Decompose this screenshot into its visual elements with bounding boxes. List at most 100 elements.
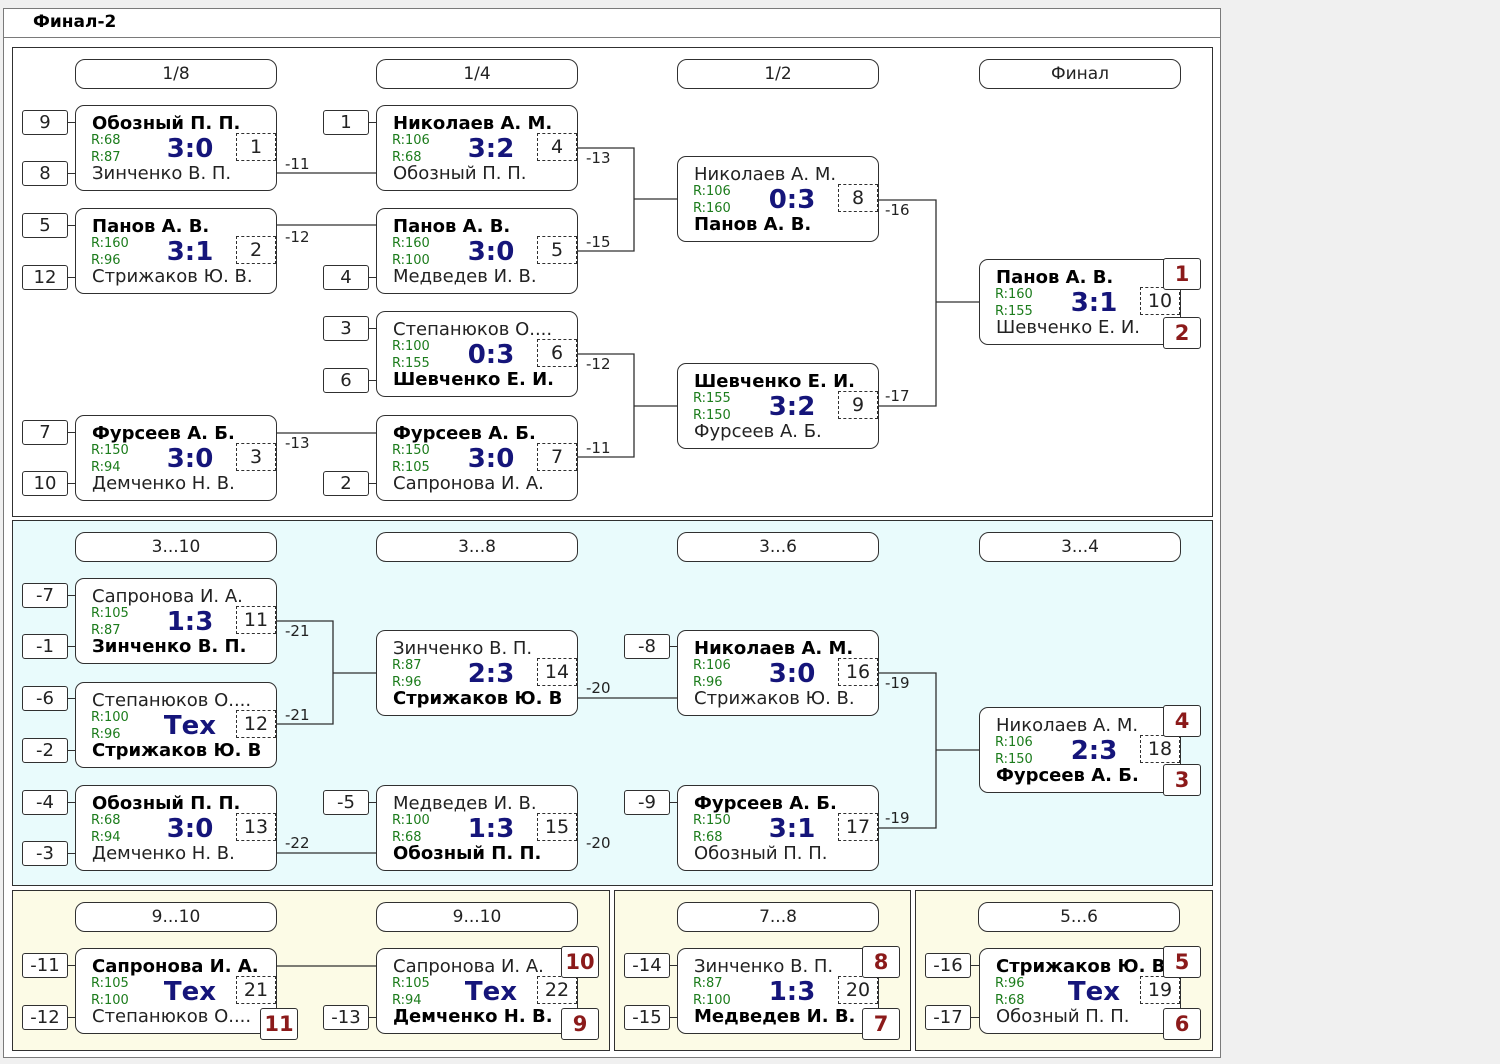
loser-link-label: -21 — [285, 706, 310, 724]
player-bottom-rating: R:105 — [392, 460, 430, 475]
loser-link-label: -11 — [285, 155, 310, 173]
player-top-name: Медведев И. В. — [393, 794, 537, 814]
player-top-rating: R:155 — [693, 391, 731, 406]
round-label-1-2: 1/2 — [677, 59, 879, 89]
seed-connector — [670, 1017, 678, 1018]
match-score: Тех — [163, 977, 217, 1007]
player-bottom-rating: R:87 — [91, 150, 121, 165]
player-top-name: Зинченко В. П. — [694, 957, 834, 977]
seed-connector — [68, 646, 76, 647]
seed-box: -2 — [22, 738, 68, 763]
seed-box: -7 — [22, 583, 68, 608]
player-bottom-name: Обозный П. П. — [694, 844, 828, 864]
player-top-name: Фурсеев А. Б. — [393, 424, 536, 444]
player-top-rating: R:160 — [392, 236, 430, 251]
seed-connector — [68, 432, 76, 433]
player-top-rating: R:100 — [392, 339, 430, 354]
title-bar: Финал-2 — [3, 8, 1221, 38]
place-badge: 9 — [561, 1008, 599, 1040]
seed-box: -14 — [624, 953, 670, 978]
loser-link-label: -13 — [586, 149, 611, 167]
player-top-name: Зинченко В. П. — [393, 639, 533, 659]
match-number: 4 — [537, 133, 577, 161]
seed-connector — [670, 802, 678, 803]
seed-box: -8 — [624, 634, 670, 659]
seed-connector — [68, 853, 76, 854]
seed-box: 1 — [323, 110, 369, 135]
player-top-rating: R:150 — [91, 443, 129, 458]
seed-box: -1 — [22, 634, 68, 659]
player-top-name: Сапронова И. А. — [92, 587, 243, 607]
player-bottom-rating: R:96 — [693, 675, 723, 690]
place-badge: 5 — [1163, 946, 1201, 978]
player-top-name: Стрижаков Ю. В. — [996, 957, 1166, 977]
loser-link-label: -12 — [285, 228, 310, 246]
player-top-name: Панов А. В. — [92, 217, 210, 237]
round-label-7-8: 7...8 — [677, 902, 879, 932]
match-number: 1 — [236, 133, 276, 161]
player-bottom-rating: R:68 — [392, 150, 422, 165]
player-top-name: Николаев А. М. — [393, 114, 553, 134]
player-bottom-name: Шевченко Е. И. — [996, 318, 1141, 338]
player-bottom-name: Обозный П. П. — [393, 164, 527, 184]
seed-box: 10 — [22, 471, 68, 496]
player-top-rating: R:150 — [392, 443, 430, 458]
match-number: 6 — [537, 339, 577, 367]
seed-box: 4 — [323, 265, 369, 290]
match-number: 12 — [236, 710, 276, 738]
player-top-rating: R:68 — [91, 813, 121, 828]
match-score: 3:2 — [768, 392, 816, 422]
seed-box: -17 — [925, 1005, 971, 1030]
player-top-rating: R:105 — [392, 976, 430, 991]
player-bottom-rating: R:68 — [693, 830, 723, 845]
seed-connector — [68, 1017, 76, 1018]
match-score: 3:0 — [166, 134, 214, 164]
match-score: Тех — [1067, 977, 1121, 1007]
player-top-rating: R:106 — [693, 658, 731, 673]
loser-link-label: -19 — [885, 809, 910, 827]
loser-link-label: -20 — [586, 679, 611, 697]
player-bottom-rating: R:94 — [91, 460, 121, 475]
player-top-name: Николаев А. М. — [996, 716, 1139, 736]
seed-connector — [68, 483, 76, 484]
player-bottom-name: Панов А. В. — [694, 215, 812, 235]
player-bottom-name: Стрижаков Ю. В. — [694, 689, 855, 709]
loser-link-label: -20 — [586, 834, 611, 852]
match-number: 10 — [1140, 287, 1180, 315]
match-number: 15 — [537, 813, 577, 841]
loser-link-label: -17 — [885, 387, 910, 405]
place-badge: 10 — [561, 946, 599, 978]
seed-connector — [68, 173, 76, 174]
match-score: 3:1 — [166, 237, 214, 267]
seed-connector — [68, 225, 76, 226]
player-bottom-name: Обозный П. П. — [393, 844, 542, 864]
player-bottom-name: Шевченко Е. И. — [393, 370, 554, 390]
player-bottom-rating: R:160 — [693, 201, 731, 216]
place-badge: 7 — [862, 1008, 900, 1040]
seed-box: -6 — [22, 686, 68, 711]
player-top-name: Николаев А. М. — [694, 165, 837, 185]
seed-connector — [68, 750, 76, 751]
match-score: 3:0 — [166, 444, 214, 474]
player-bottom-name: Фурсеев А. Б. — [694, 422, 822, 442]
seed-box: -16 — [925, 953, 971, 978]
match-number: 21 — [236, 976, 276, 1004]
player-bottom-name: Фурсеев А. Б. — [996, 766, 1139, 786]
seed-box: -13 — [323, 1005, 369, 1030]
player-top-name: Степанюков О.... — [393, 320, 553, 340]
player-bottom-rating: R:155 — [995, 304, 1033, 319]
player-bottom-rating: R:100 — [392, 253, 430, 268]
player-bottom-name: Зинченко В. П. — [92, 164, 232, 184]
place-badge: 2 — [1163, 317, 1201, 349]
player-top-name: Панов А. В. — [996, 268, 1114, 288]
